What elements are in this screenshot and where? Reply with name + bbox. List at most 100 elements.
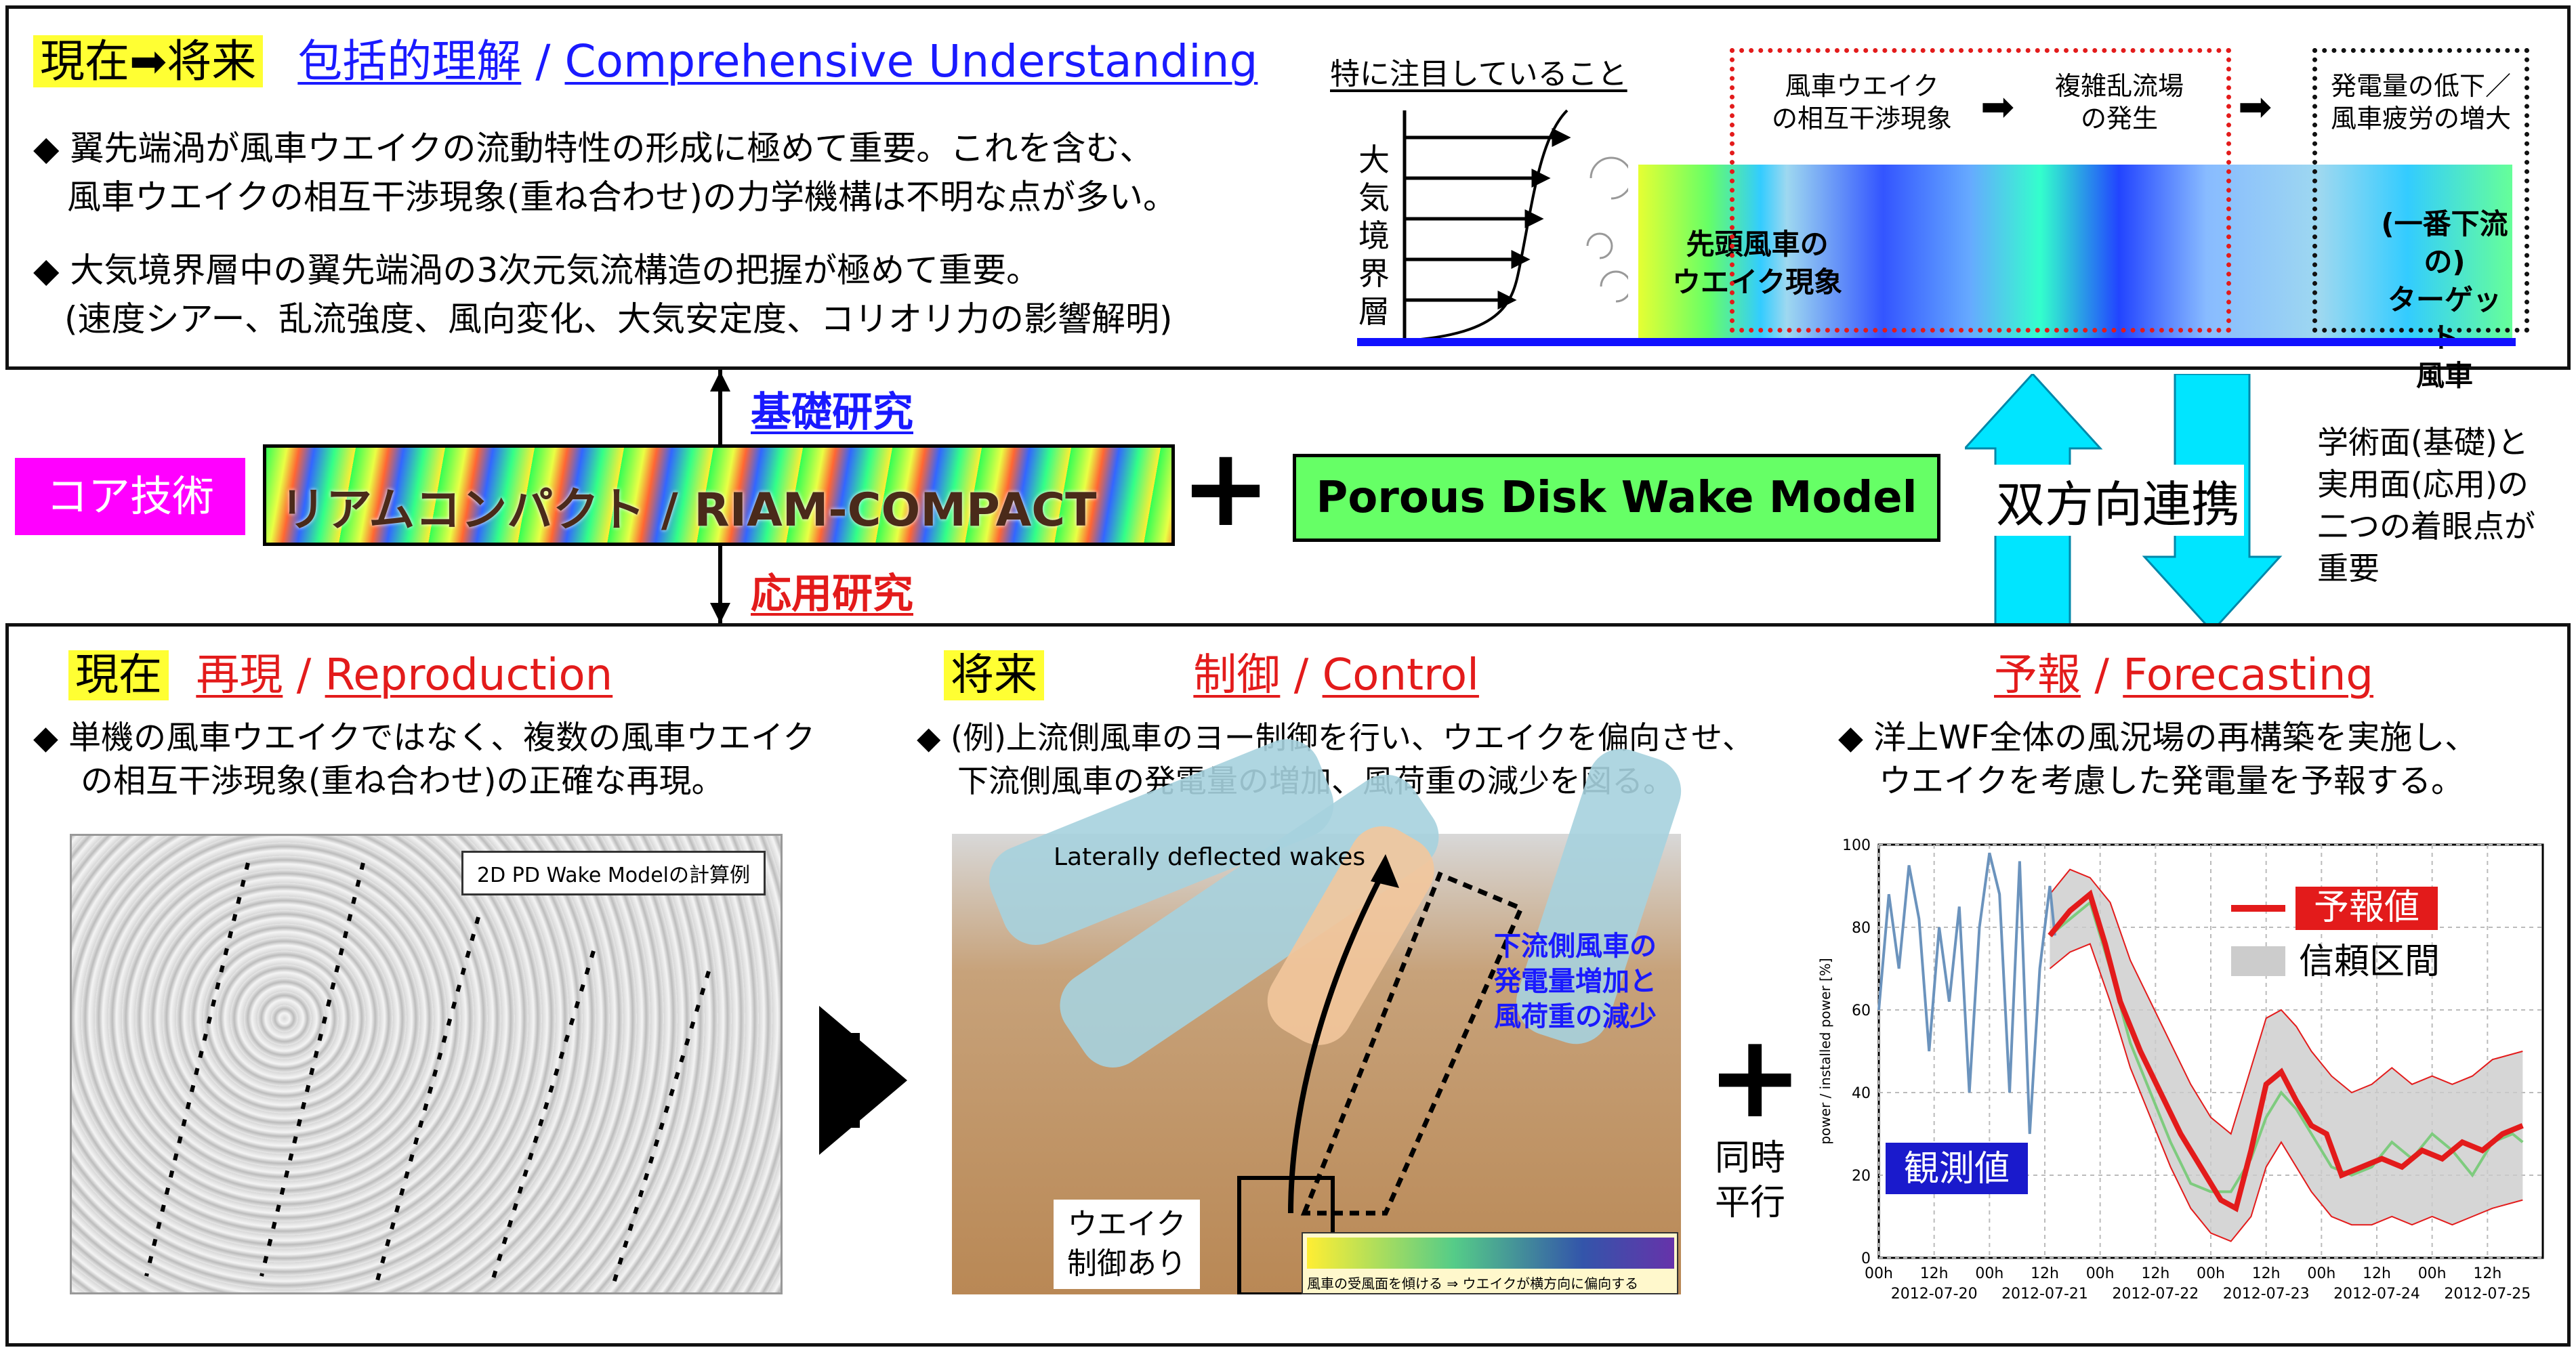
abl-char: 層 <box>1358 293 1390 330</box>
wake-control-line: 制御あり <box>1067 1246 1186 1281</box>
control-heading: 将来 制御 / Control <box>944 640 1479 702</box>
x-tick-label: 00h <box>2418 1265 2447 1282</box>
arrow-2: ➡ <box>2238 83 2272 131</box>
abl-vertical-label: 大 気 境 界 層 <box>1357 141 1391 331</box>
flow-box-2: 複雑乱流場 の発生 <box>2035 70 2204 135</box>
y-tick-label: 20 <box>1852 1168 1871 1185</box>
strip-image <box>1307 1238 1674 1269</box>
wake-control-line: ウエイク <box>1067 1207 1186 1242</box>
x-date-label: 2012-07-20 <box>1891 1286 1978 1303</box>
up-arrow-head <box>710 371 730 392</box>
pd-wake-model-image: 2D PD Wake Modelの計算例 <box>70 834 783 1294</box>
x-tick-label: 12h <box>2473 1265 2501 1282</box>
x-tick-label: 12h <box>1920 1265 1949 1282</box>
flow-box-1: 風車ウエイク の相互干渉現象 <box>1750 70 1974 135</box>
x-tick-label: 12h <box>2141 1265 2169 1282</box>
abl-char: 境 <box>1358 217 1390 254</box>
velocity-profile-diagram <box>1403 109 1628 342</box>
y-tick-label: 80 <box>1852 920 1871 937</box>
legend-band-label: 信頼区間 <box>2299 942 2440 982</box>
top-bullet-2: ◆ 大気境界層中の翼先端渦の3次元気流構造の把握が極めて重要。 <box>33 251 1041 290</box>
wake-control-label: ウエイク 制御あり <box>1054 1200 1200 1289</box>
focus-label: 特に注目していること <box>1330 57 1627 91</box>
deflection-strip: 風車の受風面を傾ける ⇒ ウエイクが横方向に偏向する <box>1302 1232 1678 1294</box>
flow-line: 発電量の低下／ <box>2330 71 2511 101</box>
x-tick-label: 00h <box>2197 1265 2225 1282</box>
x-tick-label: 12h <box>2252 1265 2281 1282</box>
x-tick-label: 12h <box>2363 1265 2391 1282</box>
bottom-plus-sign: + <box>1707 1010 1804 1144</box>
abl-char: 気 <box>1358 179 1390 216</box>
bottom-panel: 現在 再現 / Reproduction 将来 制御 / Control 予報 … <box>5 623 2571 1347</box>
slash: / <box>283 650 325 700</box>
top-heading: 現在➡将来 包括的理解 / Comprehensive Understandin… <box>33 25 1258 90</box>
control-line: ◆ (例)上流側風車のヨー制御を行い、ウエイクを偏向させ、 <box>917 719 1753 756</box>
riam-compact-label: リアムコンパクト / RIAM-COMPACT <box>280 484 1097 537</box>
present-label: 現在 <box>68 650 169 700</box>
side-note-line: 実用面(応用)の <box>2317 466 2529 503</box>
repro-line: ◆ 単機の風車ウエイクではなく、複数の風車ウエイク <box>33 719 816 757</box>
present-future-label: 現在➡将来 <box>33 35 264 87</box>
strip-caption: 風車の受風面を傾ける ⇒ ウエイクが横方向に偏向する <box>1307 1275 1639 1292</box>
target-box <box>2312 48 2529 333</box>
target-turbine-label: (一番下流の) ターゲット 風車 <box>2377 205 2512 395</box>
confidence-band <box>2050 869 2523 1242</box>
big-right-arrow-tail <box>819 1033 860 1128</box>
forecast-text: ◆ 洋上WF全体の風況場の再構築を実施し、 ウエイクを考慮した発電量を予報する。 <box>1838 716 2570 803</box>
repro-heading: 現在 再現 / Reproduction <box>68 640 612 702</box>
actual-series <box>2049 900 2524 1193</box>
target-line: 風車 <box>2415 359 2473 392</box>
comprehensive-jp: 包括的理解 <box>297 35 522 87</box>
pd-caption: 2D PD Wake Modelの計算例 <box>461 851 766 895</box>
forecast-jp: 予報 <box>1994 650 2081 700</box>
x-date-label: 2012-07-22 <box>2112 1286 2199 1303</box>
slash: / <box>521 35 565 87</box>
top-panel: 現在➡将来 包括的理解 / Comprehensive Understandin… <box>5 5 2571 392</box>
repro-en: Reproduction <box>325 650 613 700</box>
top-bullets: ◆ 翼先端渦が風車ウエイクの流動特性の形成に極めて重要。これを含む、 風車ウエイ… <box>33 124 1321 343</box>
flow-line: 風車疲労の増大 <box>2330 104 2511 133</box>
flow-line: の相互干渉現象 <box>1771 104 1952 133</box>
top-bullet-1b: 風車ウエイクの相互干渉現象(重ね合わせ)の力学機構は不明な点が多い。 <box>33 177 1178 217</box>
y-tick-label: 0 <box>1861 1250 1871 1267</box>
target-line: (一番下流の) <box>2381 207 2508 278</box>
simul-line: 同時 <box>1715 1138 1786 1179</box>
wake-simulation-image: 先頭風車の ウエイク現象 (一番下流の) ターゲット 風車 <box>1638 165 2512 392</box>
arrow-1: ➡ <box>1980 83 2015 131</box>
lead-wake-line: ウエイク現象 <box>1672 266 1843 299</box>
side-note-line: 二つの着眼点が <box>2317 508 2535 545</box>
side-note-line: 重要 <box>2317 550 2380 587</box>
applied-research-label: 応用研究 <box>751 570 913 618</box>
x-tick-label: 00h <box>2086 1265 2115 1282</box>
band-upper-line <box>2049 868 2523 1135</box>
deflected-label: Laterally deflected wakes <box>1054 843 1366 871</box>
control-en: Control <box>1322 650 1479 700</box>
forecast-series <box>2048 889 2524 1212</box>
downstream-line: 発電量増加と <box>1494 966 1657 997</box>
pdwm-label: Porous Disk Wake Model <box>1293 454 1940 542</box>
y-axis-label: power / installed power [%] <box>1817 958 1833 1144</box>
legend-forecast-bg <box>2295 887 2438 930</box>
forecast-en: Forecasting <box>2123 650 2374 700</box>
plus-sign: + <box>1180 424 1272 551</box>
top-bullet-1: ◆ 翼先端渦が風車ウエイクの流動特性の形成に極めて重要。これを含む、 <box>33 129 1154 168</box>
core-tech-label: コア技術 <box>15 458 245 535</box>
observed-label: 観測値 <box>1904 1149 2010 1189</box>
band-lower-line <box>2049 943 2523 1242</box>
ground-line <box>1357 338 2516 346</box>
x-tick-label: 00h <box>1865 1265 1893 1282</box>
forecast-line: ウエイクを考慮した発電量を予報する。 <box>1879 762 2464 800</box>
slash: / <box>2081 650 2123 700</box>
side-note-line: 学術面(基礎)と <box>2317 424 2529 461</box>
riam-compact-box: リアムコンパクト / RIAM-COMPACT <box>263 444 1175 546</box>
repro-text: ◆ 単機の風車ウエイクではなく、複数の風車ウエイク の相互干渉現象(重ね合わせ)… <box>33 716 914 803</box>
comprehensive-en: Comprehensive Understanding <box>564 35 1258 87</box>
x-date-label: 2012-07-25 <box>2444 1286 2531 1303</box>
x-tick-label: 00h <box>2307 1265 2335 1282</box>
observed-series <box>1877 852 2056 1135</box>
x-date-label: 2012-07-23 <box>2223 1286 2310 1303</box>
turbine-rows <box>144 862 711 1284</box>
repro-line: の相互干渉現象(重ね合わせ)の正確な再現。 <box>81 762 724 800</box>
flow-line: 風車ウエイク <box>1785 71 1939 101</box>
